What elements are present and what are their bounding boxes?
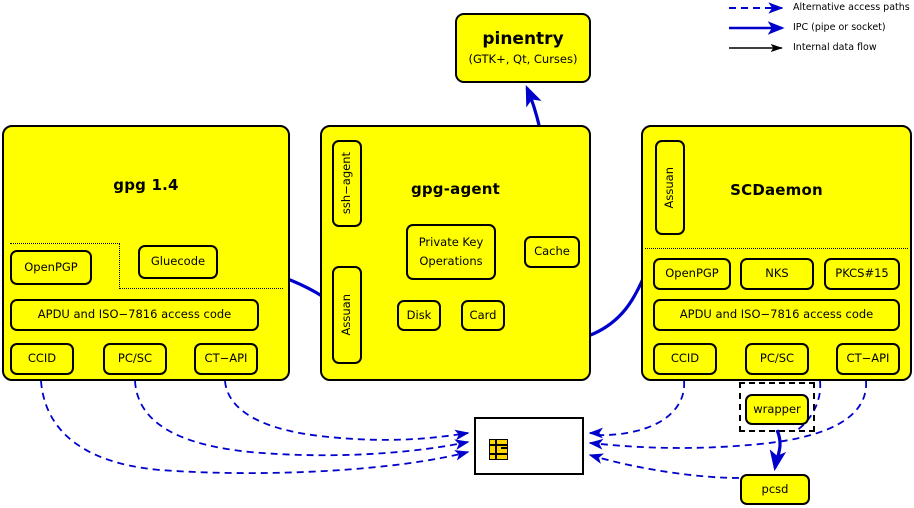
gpg-title: gpg 1.4: [113, 176, 179, 194]
gpg-dotted-separator-bottom: [119, 288, 283, 289]
private-key-ops-line2: Operations: [419, 253, 483, 268]
alt-gpg-pcsc-to-card: [134, 380, 470, 457]
scdaemon-driver-pcsc[interactable]: PC/SC: [745, 343, 809, 375]
pcsd-box[interactable]: pcsd: [740, 474, 810, 505]
alt-pcsd-to-card: [588, 453, 740, 479]
gpg-dotted-separator-vertical: [119, 243, 120, 289]
smart-card[interactable]: [474, 417, 584, 475]
ipc-wrapper-to-pcsd: [769, 429, 787, 472]
gpg-driver-ctapi[interactable]: CT−API: [194, 343, 258, 375]
wrapper-dashed-region: [739, 382, 815, 432]
gpg-dotted-separator-top: [10, 243, 120, 244]
legend-label-internal-flow: Internal data flow: [793, 42, 877, 53]
private-key-ops-line1: Private Key: [418, 235, 484, 250]
gpg-agent-title: gpg-agent: [410, 180, 501, 198]
gpg-agent-assuan-box[interactable]: Assuan: [332, 266, 362, 364]
pinentry-box[interactable]: pinentry (GTK+, Qt, Curses): [455, 13, 591, 83]
wrapper-box[interactable]: wrapper: [745, 394, 809, 425]
scdaemon-dotted-separator: [645, 248, 908, 249]
alt-scd-ccid-to-card: [588, 380, 685, 439]
gpg-agent-disk-box[interactable]: Disk: [397, 300, 441, 331]
gpg-agent-ssh-agent-box[interactable]: ssh−agent: [332, 140, 362, 227]
gpg-openpgp-box[interactable]: OpenPGP: [10, 250, 92, 285]
gpg-gluecode-box[interactable]: Gluecode: [138, 245, 218, 279]
gpg-driver-ccid[interactable]: CCID: [10, 343, 74, 375]
pinentry-title: pinentry: [482, 28, 564, 49]
legend-label-ipc: IPC (pipe or socket): [793, 22, 886, 33]
legend-label-alt-paths: Alternative access paths: [793, 2, 910, 13]
scdaemon-app-openpgp[interactable]: OpenPGP: [653, 258, 731, 290]
alt-gpg-ctapi-to-card: [224, 380, 470, 441]
scdaemon-title: SCDaemon: [730, 181, 823, 199]
gpg-agent-cache-box[interactable]: Cache: [524, 236, 580, 268]
scdaemon-assuan-box[interactable]: Assuan: [655, 140, 685, 235]
gpg-driver-pcsc[interactable]: PC/SC: [103, 343, 167, 375]
scdaemon-app-nks[interactable]: NKS: [740, 258, 814, 290]
scdaemon-driver-ccid[interactable]: CCID: [653, 343, 717, 375]
pinentry-subtitle: (GTK+, Qt, Curses): [468, 52, 578, 67]
gpg-agent-card-box[interactable]: Card: [461, 300, 505, 331]
assuan-label: Assuan: [339, 294, 354, 336]
scdaemon-app-pkcs15[interactable]: PKCS#15: [824, 258, 900, 290]
scdaemon-assuan-label: Assuan: [662, 166, 677, 209]
private-key-operations-box[interactable]: Private Key Operations: [406, 224, 496, 280]
scdaemon-panel: SCDaemon: [641, 125, 912, 381]
scdaemon-driver-ctapi[interactable]: CT−API: [836, 343, 900, 375]
contact-chip-icon: [489, 439, 508, 460]
alt-gpg-ccid-to-card: [40, 380, 470, 474]
gpg-apdu-box[interactable]: APDU and ISO−7816 access code: [10, 299, 259, 331]
alt-scd-ctapi-to-card: [588, 380, 867, 450]
ssh-agent-label: ssh−agent: [339, 152, 354, 215]
scdaemon-apdu-box[interactable]: APDU and ISO−7816 access code: [653, 299, 900, 331]
